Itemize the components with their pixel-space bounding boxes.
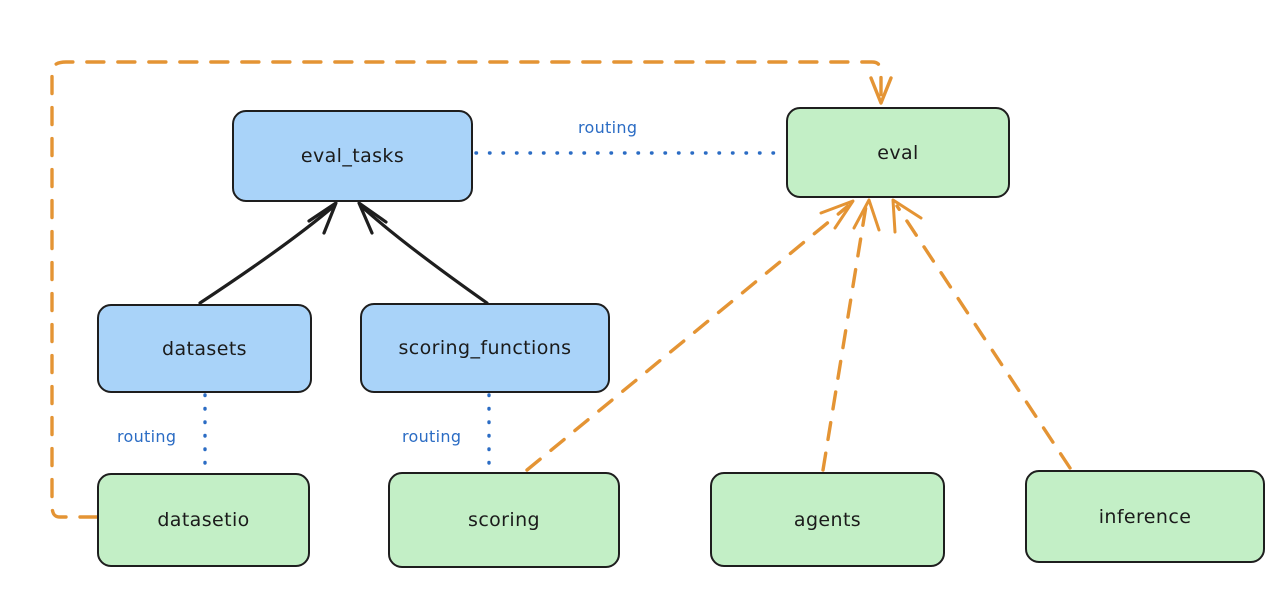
- edge-datasets-to-eval-tasks: [198, 201, 338, 305]
- node-label: scoring_functions: [398, 337, 572, 359]
- node-label: datasetio: [157, 509, 250, 531]
- edge-label-routing-scoring-functions-scoring: routing: [402, 427, 462, 446]
- node-label: datasets: [162, 337, 247, 360]
- node-inference[interactable]: inference: [1025, 470, 1265, 563]
- node-datasets[interactable]: datasets: [97, 304, 312, 393]
- node-label: eval: [877, 141, 919, 164]
- edge-inference-to-eval-dependency: [891, 198, 1072, 470]
- node-eval_tasks[interactable]: eval_tasks: [232, 110, 473, 202]
- node-eval[interactable]: eval: [786, 107, 1010, 198]
- edge-label-routing-datasets-datasetio: routing: [117, 427, 177, 446]
- edge-scoring-to-eval-dependency: [525, 199, 855, 472]
- edge-agents-to-eval-dependency: [821, 198, 881, 472]
- node-scoring[interactable]: scoring: [388, 472, 620, 568]
- node-label: scoring: [468, 509, 540, 531]
- node-label: inference: [1098, 505, 1192, 528]
- node-label: agents: [793, 508, 862, 531]
- edge-datasetio-to-eval-dependency: [50, 60, 893, 519]
- node-agents[interactable]: agents: [710, 472, 945, 567]
- node-label: eval_tasks: [300, 145, 405, 167]
- edge-scoring-functions-to-eval-tasks: [357, 201, 489, 305]
- node-datasetio[interactable]: datasetio: [97, 473, 310, 567]
- edge-label-routing-eval-tasks-eval: routing: [578, 118, 638, 137]
- node-scoring_functions[interactable]: scoring_functions: [360, 303, 610, 393]
